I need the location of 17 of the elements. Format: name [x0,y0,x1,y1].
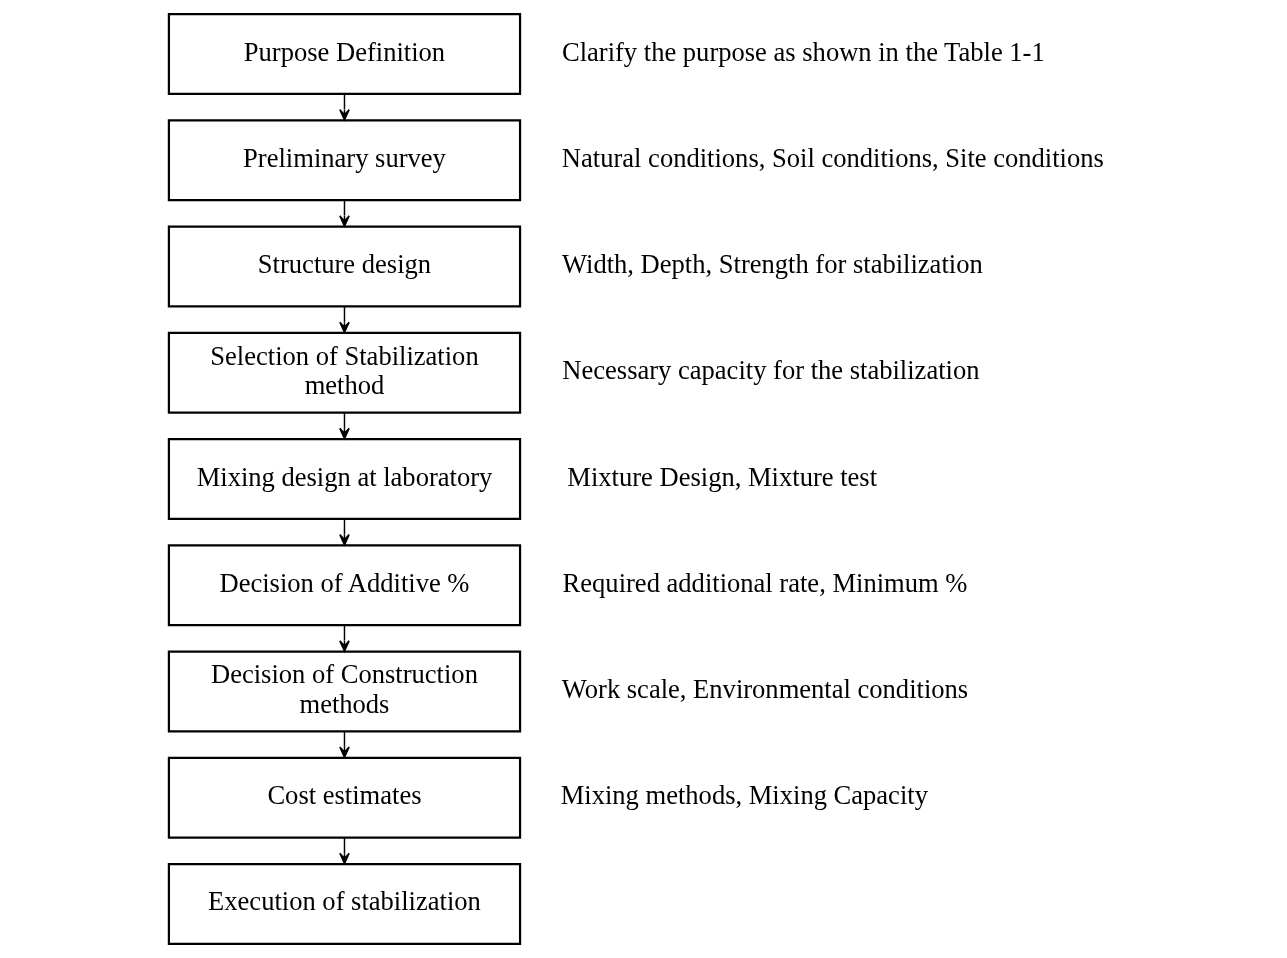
node-label: Clarify the purpose as shown in the Table 1-1 [561,36,1045,67]
node-box: Preliminary survey [167,119,521,202]
node-box: Mixing design at laboratory [167,438,521,520]
node-label: Work scale, Environmental conditions [561,673,968,704]
node-box: Execution of stabilization [167,863,521,945]
node-box: Decision of Construction methods [167,650,521,733]
node-label: Width, Depth, Strength for stabilization [561,249,983,280]
node-label: Natural conditions, Soil conditions, Site conditions [561,142,1104,173]
node-box: Purpose Definition [167,13,521,95]
node-label: Required additional rate, Minimum % [562,567,967,598]
node-label: Necessary capacity for the stabilization [561,355,979,386]
node-box: Cost estimates [167,756,521,839]
node-box: Structure design [167,225,521,308]
node-label: Mixing methods, Mixing Capacity [560,780,928,811]
node-label: Mixture Design, Mixture test [566,461,877,492]
node-box: Selection of Stabilization method [167,331,521,414]
node-box: Decision of Additive % [167,544,521,627]
